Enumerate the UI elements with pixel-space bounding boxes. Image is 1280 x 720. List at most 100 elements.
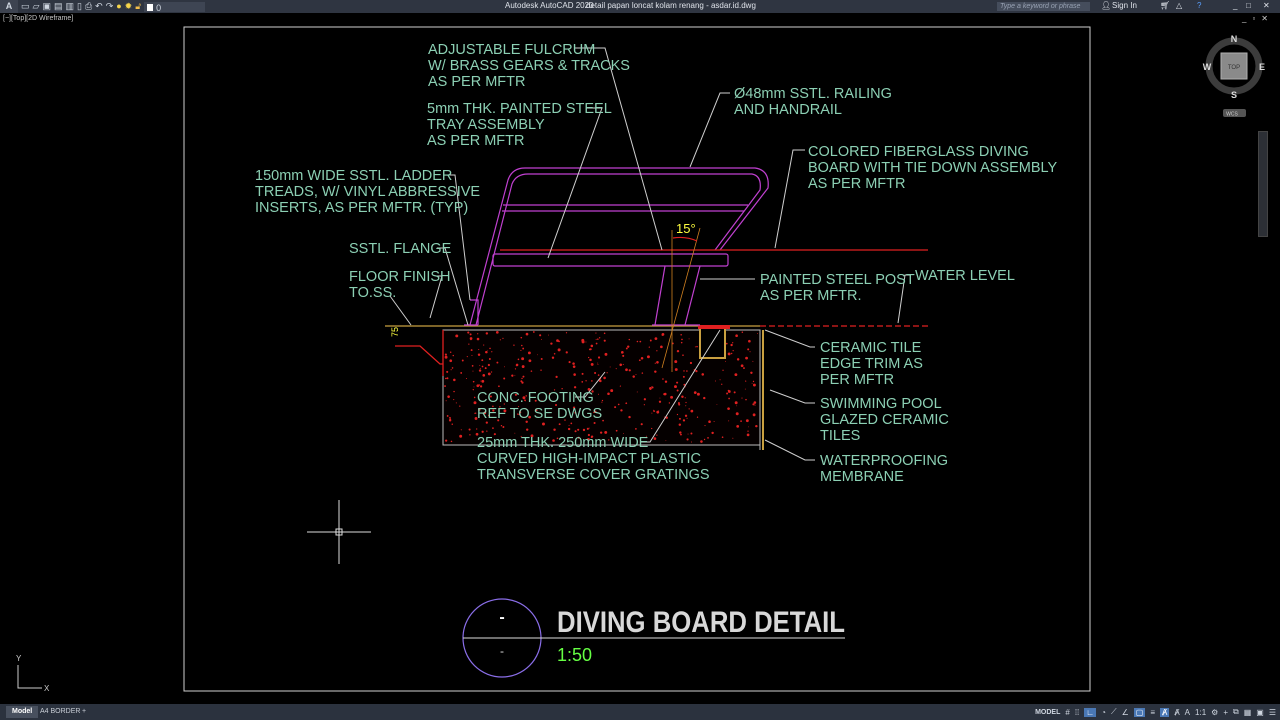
workspace-gear-icon[interactable]: ⚙ bbox=[1211, 707, 1219, 717]
hatch-dot bbox=[622, 354, 625, 357]
annotation-visibility-icon[interactable]: Ⱥ bbox=[1159, 707, 1170, 717]
hatch-dot bbox=[480, 380, 482, 382]
polar-icon[interactable]: ◔ bbox=[1101, 707, 1106, 717]
layer-lock-icon[interactable]: 🔓︎ bbox=[135, 1, 142, 11]
viewport-controls[interactable]: [−][Top][2D Wireframe] bbox=[3, 15, 74, 22]
user-icon[interactable]: 👤︎ bbox=[1101, 1, 1112, 10]
hatch-dot bbox=[735, 412, 739, 416]
callout-railing-line: AND HANDRAIL bbox=[734, 102, 842, 118]
hatch-dot bbox=[499, 339, 501, 341]
redo-icon[interactable]: ↷ bbox=[105, 1, 114, 11]
callout-board-line: BOARD WITH TIE DOWN ASSEMBLY bbox=[808, 160, 1058, 176]
maximize-button[interactable]: □ bbox=[1246, 1, 1251, 10]
hatch-dot bbox=[736, 405, 738, 407]
isodraft-icon[interactable]: ⟋ bbox=[1110, 707, 1117, 716]
clean-screen-icon[interactable]: ▣ bbox=[1256, 707, 1264, 717]
app-menu-button[interactable]: A bbox=[0, 0, 18, 13]
detail-number: - bbox=[499, 609, 504, 626]
hatch-dot bbox=[478, 349, 480, 351]
compass-e[interactable]: E bbox=[1259, 62, 1265, 72]
hatch-dot bbox=[472, 380, 475, 383]
otrack-icon[interactable]: ∠ bbox=[1121, 707, 1129, 717]
close-button[interactable]: ✕ bbox=[1263, 1, 1270, 10]
cart-icon[interactable]: 🛒︎ bbox=[1160, 1, 1171, 10]
hatch-dot bbox=[703, 396, 706, 400]
hatch-dot bbox=[521, 365, 525, 368]
hatch-dot bbox=[640, 357, 644, 360]
hatch-dot bbox=[603, 332, 606, 335]
hatch-dot bbox=[711, 431, 714, 435]
units-icon[interactable]: ⧉ bbox=[1232, 707, 1239, 716]
hatch-dot bbox=[656, 350, 658, 352]
hatch-dot bbox=[744, 388, 746, 390]
lineweight-icon[interactable]: ≡ bbox=[1150, 707, 1155, 717]
print-icon[interactable]: ⎙ bbox=[84, 1, 93, 11]
save-as-icon[interactable]: ▤ bbox=[53, 1, 63, 11]
grid-icon[interactable]: # bbox=[1065, 707, 1070, 717]
snap-icon[interactable]: ⁞⁞ bbox=[1074, 707, 1080, 717]
minimize-button[interactable]: _ bbox=[1233, 1, 1238, 10]
new-icon[interactable]: ▭ bbox=[21, 1, 30, 11]
hatch-dot bbox=[743, 367, 745, 369]
hatch-dot bbox=[751, 382, 753, 384]
help-icon[interactable]: ? bbox=[1197, 1, 1202, 10]
customization-menu-icon[interactable]: ☰ bbox=[1268, 707, 1276, 717]
undo-icon[interactable]: ↶ bbox=[95, 1, 103, 11]
hatch-dot bbox=[680, 341, 683, 344]
hatch-dot bbox=[459, 405, 461, 407]
compass-w[interactable]: W bbox=[1203, 62, 1212, 72]
compass-n[interactable]: N bbox=[1231, 34, 1238, 44]
quick-properties-icon[interactable]: ▦ bbox=[1243, 707, 1252, 717]
hatch-dot bbox=[521, 357, 525, 361]
annotation-monitor-icon[interactable]: + bbox=[1223, 707, 1228, 717]
model-space-button[interactable]: MODEL bbox=[1035, 708, 1061, 716]
annotation-scale-value[interactable]: 1:1 bbox=[1195, 707, 1207, 717]
hatch-dot bbox=[552, 439, 555, 442]
plot-icon[interactable]: ▥ bbox=[65, 1, 74, 11]
open-icon[interactable]: ▱ bbox=[32, 1, 40, 11]
ucs-dropdown[interactable] bbox=[1223, 109, 1246, 117]
tab-a4-border[interactable]: A4 BORDER bbox=[40, 708, 81, 715]
hatch-dot bbox=[741, 397, 743, 399]
hatch-dot bbox=[701, 373, 705, 376]
sign-in-button[interactable]: Sign In bbox=[1112, 1, 1137, 10]
hatch-dot bbox=[577, 428, 580, 431]
hatch-dot bbox=[521, 344, 523, 347]
layer-sun-icon[interactable]: ✹ bbox=[124, 1, 133, 11]
viewcube[interactable]: TOP N S E W WCS bbox=[1203, 34, 1265, 118]
hatch-dot bbox=[589, 358, 592, 362]
hatch-dot bbox=[499, 406, 501, 408]
callout-ladder-line: TREADS, W/ VINYL ABBRESSIVE bbox=[255, 184, 480, 200]
hatch-dot bbox=[483, 344, 485, 346]
viewcube-top-face[interactable] bbox=[1220, 52, 1248, 80]
hatch-dot bbox=[517, 358, 520, 361]
navigation-bar[interactable] bbox=[1258, 131, 1268, 237]
a360-icon[interactable]: △ bbox=[1176, 1, 1183, 10]
add-layout-button[interactable]: + bbox=[82, 708, 87, 715]
share-icon[interactable]: ▯ bbox=[76, 1, 82, 11]
status-bar: Model A4 BORDER + MODEL # ⁞⁞ ∟ ◔ ⟋ ∠ ▢ ≡… bbox=[0, 704, 1280, 720]
hatch-dot bbox=[487, 363, 490, 367]
layer-dropdown[interactable]: 0 bbox=[144, 1, 206, 13]
hatch-dot bbox=[736, 425, 740, 428]
hatch-dot bbox=[601, 399, 604, 402]
drawing-window-controls[interactable]: _▫✕ bbox=[1242, 14, 1274, 23]
hatch-dot bbox=[488, 358, 491, 360]
crosshair-cursor bbox=[307, 500, 371, 564]
save-icon[interactable]: ▣ bbox=[42, 1, 51, 11]
osnap-icon[interactable]: ▢ bbox=[1133, 707, 1146, 717]
callout-grating-line: CURVED HIGH-IMPACT PLASTIC bbox=[477, 451, 701, 467]
annotation-scale-icon[interactable]: A bbox=[1184, 707, 1191, 717]
hatch-dot bbox=[489, 347, 491, 350]
angle-label: 15° bbox=[676, 221, 696, 236]
ortho-icon[interactable]: ∟ bbox=[1084, 707, 1097, 717]
compass-s[interactable]: S bbox=[1231, 90, 1237, 100]
tab-model[interactable]: Model bbox=[6, 706, 39, 718]
autoscale-icon[interactable]: Ⱥ bbox=[1174, 707, 1180, 717]
search-input[interactable]: Type a keyword or phrase bbox=[997, 2, 1090, 11]
hatch-dot bbox=[745, 356, 748, 360]
layer-bulb-icon[interactable]: ● bbox=[116, 1, 122, 11]
hatch-dot bbox=[483, 411, 487, 415]
callout-footing-line: REF TO SE DWGS bbox=[477, 406, 602, 422]
